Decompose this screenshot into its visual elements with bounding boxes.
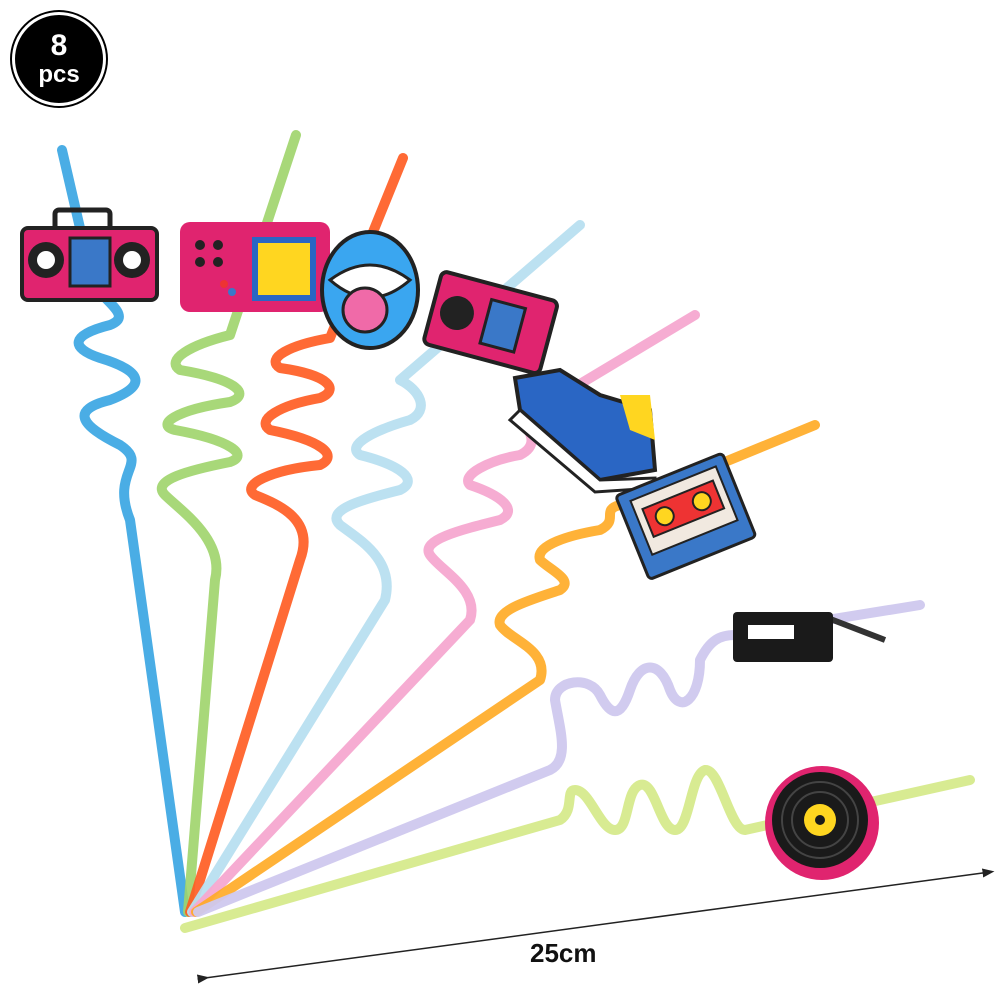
quantity-unit: pcs [38,61,80,88]
sneaker-topper [507,367,658,494]
straw-orange [185,153,408,917]
dimension-arrow [196,868,995,984]
dimension-label: 25cm [530,938,597,968]
straw-lime [180,765,975,933]
quantity-count: 8 [50,29,68,62]
boombox-topper-2 [422,270,559,375]
cassette-topper [615,452,757,580]
phone-topper [733,612,887,662]
straw-blue [57,145,190,917]
straw-lavender [193,600,925,917]
lips-topper [320,230,420,350]
straw-amber [191,420,820,917]
straw-pink [189,310,700,917]
vinyl-record-topper [765,766,879,880]
straw-green [156,130,301,917]
straw-lightblue [187,220,585,917]
game-console-topper [180,222,330,312]
boombox-topper [20,207,159,302]
quantity-badge: 8 pcs [12,12,106,106]
